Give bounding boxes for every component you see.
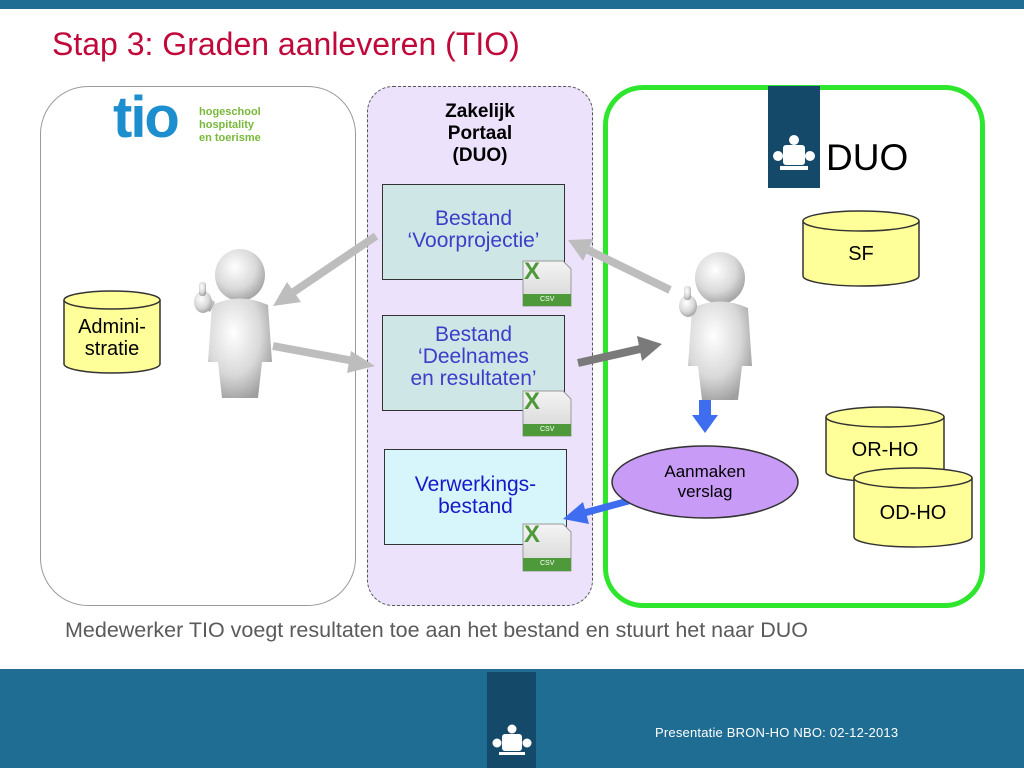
file-box-voorprojectie-line1: Bestand — [434, 207, 513, 230]
od-ho-database — [853, 467, 973, 548]
od-ho-label: OD-HO — [879, 502, 947, 524]
footer-text: Presentatie BRON-HO NBO: 02-12-2013 — [655, 725, 899, 740]
aanmaken-verslag-line2: verslag — [677, 482, 733, 501]
tio-logo-subtitle: hogeschool hospitality en toerisme — [199, 106, 261, 145]
arrow-voorprojectie-to-tio — [273, 232, 379, 306]
arrow-tio-to-deelnames — [272, 342, 375, 373]
portal-title-line2: Portaal — [447, 123, 513, 144]
file-box-deelnames-line1: Bestand — [434, 323, 513, 346]
duo-label: DUO — [826, 137, 909, 178]
portal-title: Zakelijk Portaal (DUO) — [367, 101, 593, 167]
or-ho-database — [825, 406, 945, 483]
slide-title: Stap 3: Graden aanleveren (TIO) — [52, 26, 520, 62]
csv-icon-3-label: CSV — [540, 560, 555, 567]
csv-icon-2-label: CSV — [540, 426, 555, 433]
file-box-voorprojectie-line2: ‘Voorprojectie’ — [407, 229, 540, 252]
file-box-deelnames: Bestand ‘Deelnames en resultaten’ — [382, 315, 565, 411]
tio-logo-line1: hogeschool — [199, 106, 261, 118]
csv-icon-2-x: X — [524, 388, 541, 415]
portal-title-line3: (DUO) — [452, 145, 508, 166]
duo-coat-of-arms-icon — [773, 135, 815, 170]
file-box-deelnames-line3: en resultaten’ — [410, 367, 537, 390]
csv-file-icon-2 — [522, 390, 572, 437]
aanmaken-verslag-label: Aanmaken verslag — [612, 462, 798, 502]
csv-icon-1-x: X — [524, 258, 541, 285]
csv-file-icon-3 — [522, 523, 572, 572]
file-box-deelnames-line2: ‘Deelnames — [418, 345, 529, 368]
administratie-label-line2: stratie — [84, 338, 140, 360]
arrow-deelnames-to-duo — [577, 336, 662, 367]
or-ho-label: OR-HO — [851, 439, 919, 461]
footer-emblem — [487, 672, 536, 768]
file-box-verwerking-line2: bestand — [438, 495, 513, 518]
sf-label: SF — [848, 243, 874, 265]
file-box-verwerking-line1: Verwerkings- — [414, 473, 537, 496]
slide-caption: Medewerker TIO voegt resultaten toe aan … — [65, 618, 808, 642]
administratie-label-line1: Admini- — [78, 316, 146, 338]
csv-icon-3-x: X — [524, 521, 541, 548]
administratie-database — [63, 290, 161, 374]
csv-file-icon-1 — [522, 260, 572, 307]
arrow-duo-to-voorprojectie — [568, 239, 672, 294]
arrow-verslag-to-verwerking — [563, 496, 633, 524]
arrow-down-to-verslag — [692, 400, 718, 433]
duo-employee-figure — [679, 252, 752, 400]
sf-database — [802, 210, 920, 287]
tio-logo-line2: hospitality — [199, 119, 255, 131]
aanmaken-verslag-line1: Aanmaken — [664, 462, 746, 481]
aanmaken-verslag-oval — [611, 445, 799, 519]
csv-icon-1-label: CSV — [540, 296, 555, 303]
portal-title-line1: Zakelijk — [445, 101, 515, 122]
top-band — [0, 0, 1024, 9]
tio-logo-word: tio — [113, 85, 180, 150]
tio-logo-line3: en toerisme — [199, 132, 261, 144]
tio-employee-figure — [194, 249, 272, 398]
administratie-label: Admini- stratie — [64, 316, 160, 360]
